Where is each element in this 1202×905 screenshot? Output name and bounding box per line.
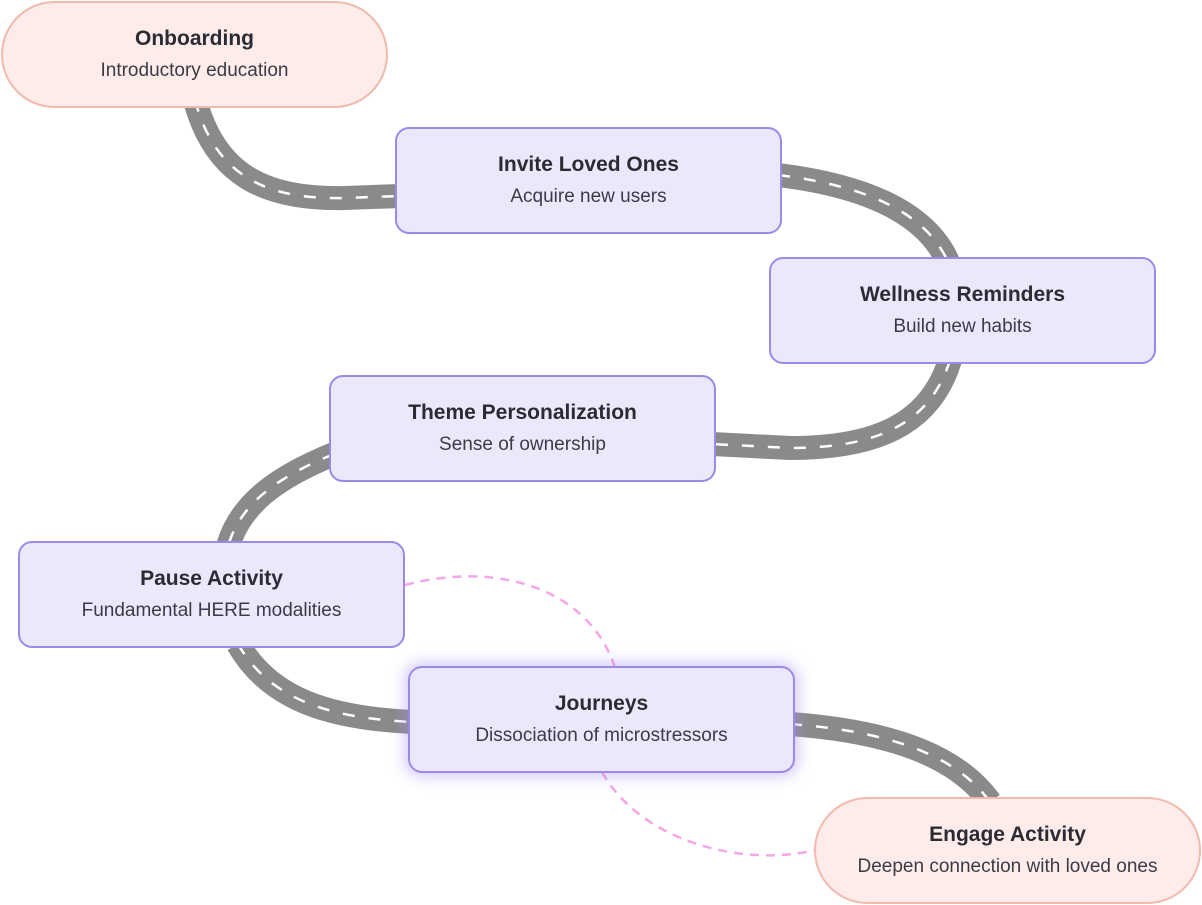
node-subtitle: Dissociation of microstressors xyxy=(475,725,728,746)
node-engage-activity: Engage Activity Deepen connection with l… xyxy=(814,797,1201,904)
road-pause-to-journeys xyxy=(227,637,413,734)
node-subtitle: Acquire new users xyxy=(510,186,667,207)
road-invite-to-wellness xyxy=(776,163,959,268)
road-theme-to-pause xyxy=(216,442,339,550)
node-subtitle: Introductory education xyxy=(100,60,289,81)
node-subtitle: Build new habits xyxy=(893,316,1032,337)
node-subtitle: Deepen connection with loved ones xyxy=(857,856,1158,877)
node-title: Onboarding xyxy=(135,27,254,50)
node-theme-personalization: Theme Personalization Sense of ownership xyxy=(329,375,716,482)
road-onboarding-to-invite xyxy=(183,96,401,211)
node-onboarding: Onboarding Introductory education xyxy=(1,1,388,108)
node-title: Wellness Reminders xyxy=(859,283,1066,306)
road-journeys-to-engage xyxy=(789,712,1000,810)
node-wellness-reminders: Wellness Reminders Build new habits xyxy=(769,257,1156,364)
loop-lower-arc xyxy=(600,771,817,857)
road-wellness-to-theme xyxy=(711,356,962,461)
node-invite-loved-ones: Invite Loved Ones Acquire new users xyxy=(395,127,782,234)
node-title: Engage Activity xyxy=(929,823,1086,846)
node-journeys: Journeys Dissociation of microstressors xyxy=(408,666,795,773)
loop-upper-arc xyxy=(404,575,617,669)
node-title: Theme Personalization xyxy=(408,401,637,424)
node-title: Invite Loved Ones xyxy=(498,153,679,176)
node-subtitle: Fundamental HERE modalities xyxy=(81,600,342,621)
dashed-loop-connector xyxy=(404,575,817,857)
node-title: Journeys xyxy=(554,692,649,715)
node-subtitle: Sense of ownership xyxy=(439,434,606,455)
node-pause-activity: Pause Activity Fundamental HERE modaliti… xyxy=(18,541,405,648)
node-title: Pause Activity xyxy=(140,567,283,590)
